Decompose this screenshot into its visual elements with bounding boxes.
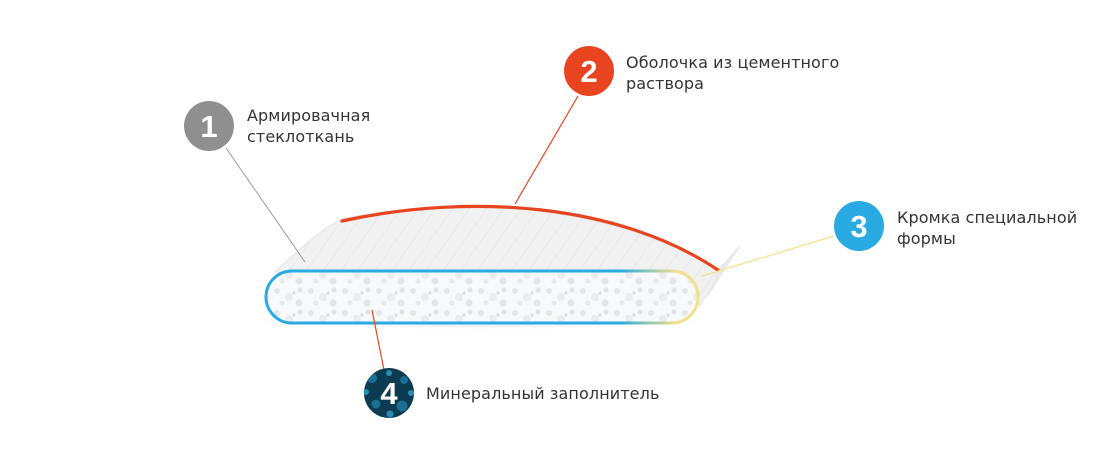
leader-line-3	[701, 235, 835, 277]
callout-4-number: 4	[380, 376, 398, 411]
label-4-line-1: Минеральный заполнитель	[426, 384, 660, 403]
callout-1-circle	[184, 101, 234, 151]
callout-3-number: 3	[850, 209, 867, 244]
leader-line-4	[371, 309, 385, 371]
callout-2-circle	[564, 46, 614, 96]
callout-3: 3	[834, 201, 884, 251]
label-1-line-1: Армировачная	[247, 106, 371, 125]
label-3-line-2: формы	[897, 229, 956, 248]
callout-2: 2	[564, 46, 614, 96]
leader-line-2	[514, 95, 579, 205]
callout-3-circle	[834, 201, 884, 251]
leader-line-1	[225, 147, 306, 263]
label-3-line-1: Кромка специальной	[897, 208, 1078, 227]
callout-4: 4	[364, 368, 414, 418]
label-1-line-2: стеклоткань	[247, 127, 355, 146]
label-mineral-filler: Минеральный заполнитель	[426, 383, 659, 404]
board-back-edge	[706, 246, 740, 300]
callout-1-number: 1	[200, 109, 217, 144]
callout-4-bubbles	[364, 370, 414, 418]
label-special-edge: Кромка специальной формы	[897, 207, 1077, 249]
callout-2-number: 2	[580, 54, 597, 89]
label-cement-shell: Оболочка из цементного раствора	[626, 52, 839, 94]
callout-1: 1	[184, 101, 234, 151]
cement-shell-line	[340, 204, 720, 272]
mineral-filler-core	[264, 269, 700, 325]
label-2-line-2: раствора	[626, 74, 705, 93]
label-fiberglass-mesh: Армировачная стеклоткань	[247, 105, 370, 147]
label-2-line-1: Оболочка из цементного	[626, 53, 840, 72]
